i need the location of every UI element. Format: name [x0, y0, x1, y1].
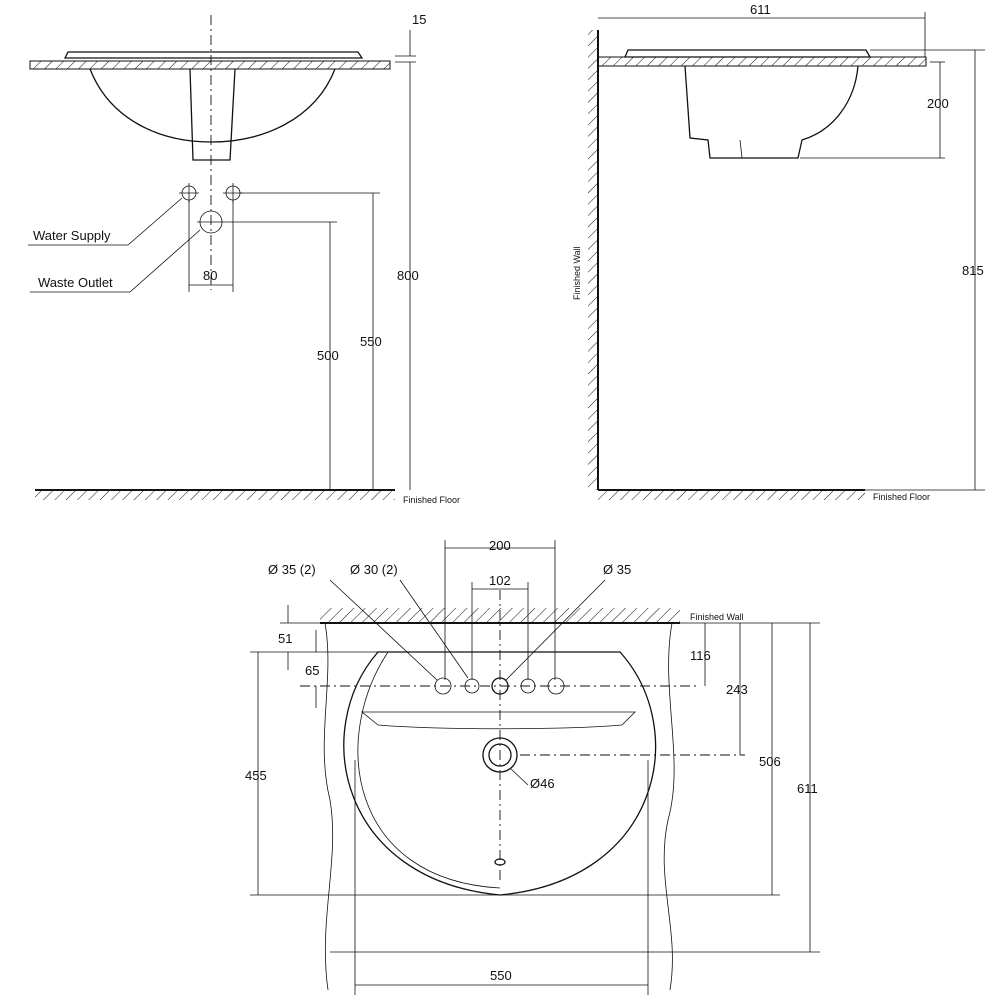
- water-supply-label: Water Supply: [33, 228, 111, 243]
- dim-815: 815: [962, 263, 984, 278]
- dim-65: 65: [305, 663, 319, 678]
- finished-floor-label: Finished Floor: [873, 492, 930, 502]
- basin-trap: [189, 68, 236, 161]
- waste-outlet-point: [197, 210, 225, 234]
- dim-15: 15: [412, 12, 426, 27]
- side-view: 611 200 815 Finished Wall Finished Floor: [572, 2, 985, 502]
- finished-wall-label: Finished Wall: [572, 246, 582, 300]
- plan-view: 200 102 Ø 35 (2) Ø 30 (2) Ø 35 Finished …: [245, 538, 820, 995]
- finished-wall-plan-label: Finished Wall: [690, 612, 744, 622]
- countertop: [597, 56, 927, 67]
- hole-35-label: Ø 35: [603, 562, 631, 577]
- front-view: 15 800 550 500 80 Water Supply Waste Out…: [28, 12, 460, 505]
- waste-hole: [482, 737, 518, 773]
- finished-floor-label: Finished Floor: [403, 495, 460, 505]
- dim-611-top: 611: [750, 2, 771, 17]
- overflow-hole: [494, 858, 506, 866]
- dim-455: 455: [245, 768, 267, 783]
- dim-800: 800: [397, 268, 419, 283]
- basin-bowl: [684, 65, 859, 159]
- counter-edge-left: [323, 622, 334, 991]
- dim-550-width: 550: [490, 968, 512, 983]
- dim-500: 500: [317, 348, 339, 363]
- dim-243: 243: [726, 682, 748, 697]
- basin-rim: [63, 51, 364, 59]
- dim-102: 102: [489, 573, 511, 588]
- dim-200-bowl: 200: [927, 96, 949, 111]
- basin-deck: [360, 711, 636, 730]
- dim-550: 550: [360, 334, 382, 349]
- counter-edge-right: [663, 622, 675, 991]
- hole-35-pair-label: Ø 35 (2): [268, 562, 316, 577]
- dim-506: 506: [759, 754, 781, 769]
- hole-30-pair-label: Ø 30 (2): [350, 562, 398, 577]
- dim-116: 116: [690, 648, 711, 663]
- countertop: [29, 60, 391, 70]
- dim-611-plan: 611: [797, 781, 818, 796]
- waste-46-label: Ø46: [530, 776, 555, 791]
- dim-80: 80: [203, 268, 217, 283]
- basin-rim: [624, 49, 872, 58]
- basin-bowl: [89, 68, 336, 143]
- dim-200-holes: 200: [489, 538, 511, 553]
- waste-outlet-label: Waste Outlet: [38, 275, 113, 290]
- dim-51: 51: [278, 631, 292, 646]
